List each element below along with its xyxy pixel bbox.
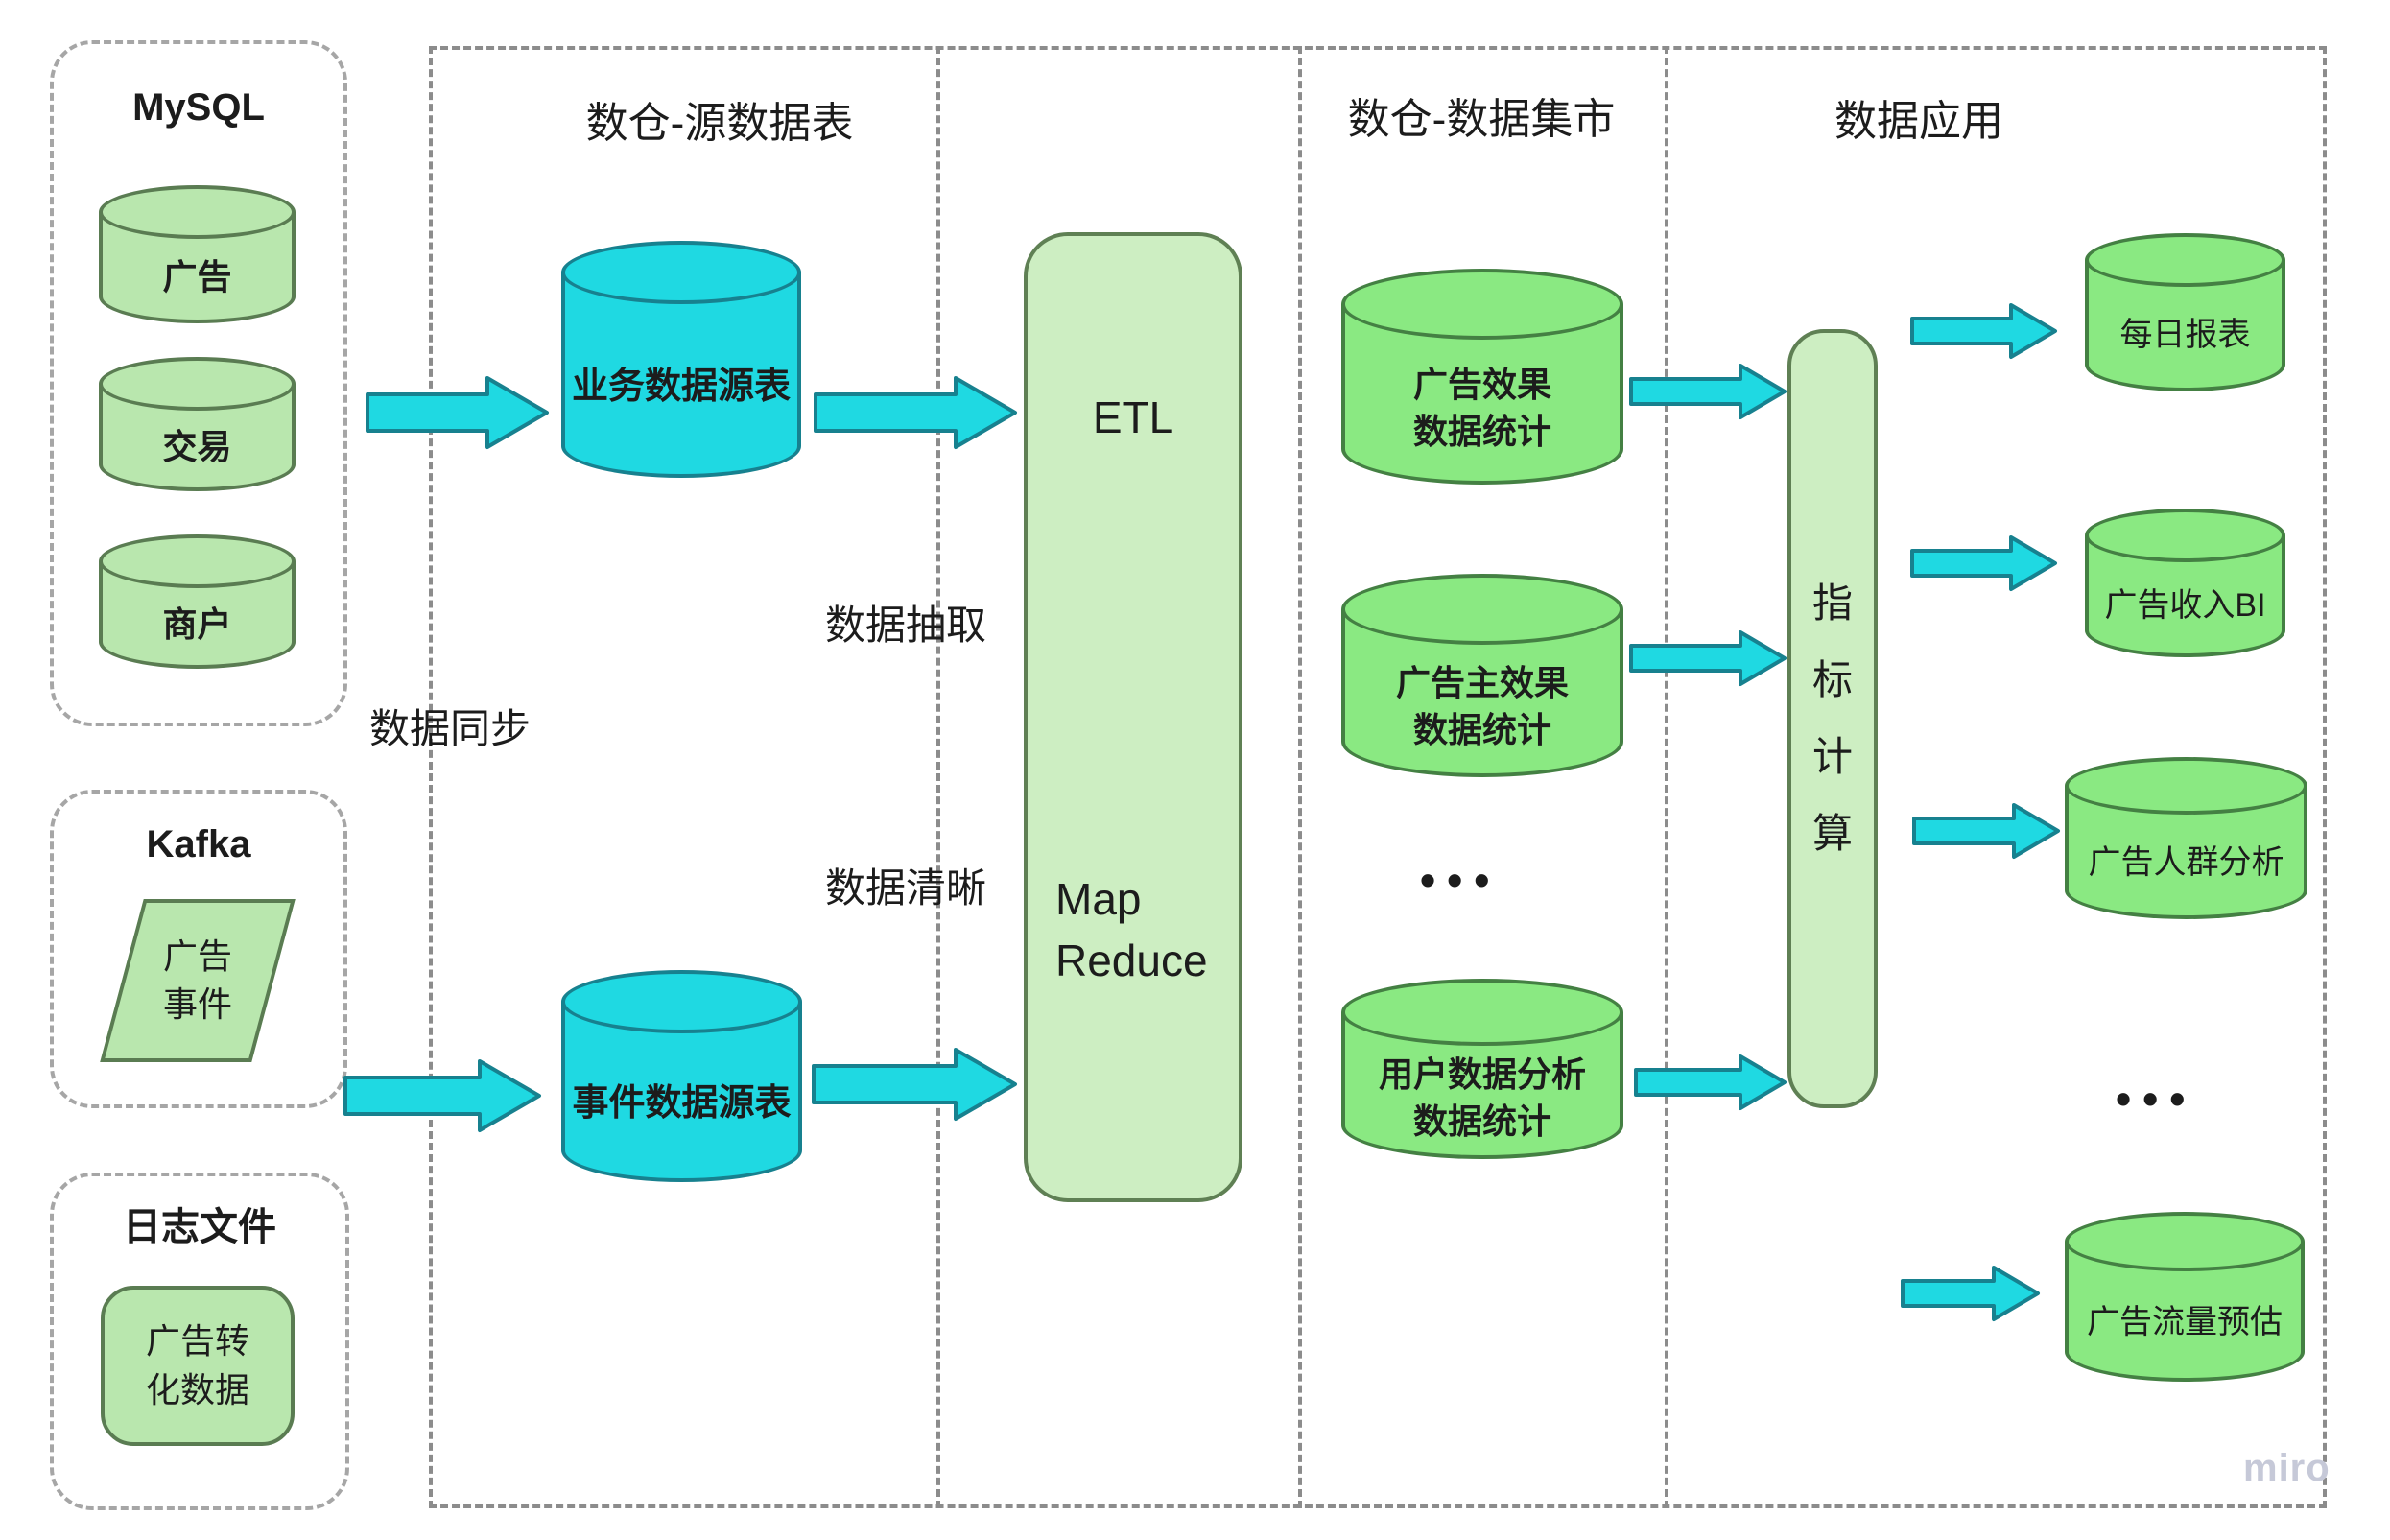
cylinder-top <box>99 534 296 588</box>
indicator-computation-bar: 指 标 计 算 <box>1787 329 1878 1108</box>
logs-group-box <box>50 1173 349 1510</box>
ad-conversion-line2: 化数据 <box>145 1369 249 1410</box>
cylinder-body <box>561 272 801 478</box>
db-ads-label: 广告 <box>162 256 232 296</box>
ad-conversion-line1: 广告转 <box>145 1321 249 1362</box>
cylinder-body <box>2085 535 2285 657</box>
mart-ad-effect-cylinder: 广告效果 数据统计 <box>1341 269 1623 485</box>
etl-engine-line1: Map <box>1055 874 1142 924</box>
mart-ad-effect-line2: 数据统计 <box>1412 411 1551 451</box>
event-source-table-cylinder: 事件数据源表 <box>561 970 802 1182</box>
ad-event-label-line1: 广告 <box>162 936 232 976</box>
indicator-char2: 标 <box>1811 657 1853 702</box>
db-merchant-cylinder: 商户 <box>99 534 296 669</box>
business-source-table-label: 业务数据源表 <box>571 366 791 407</box>
ad-event-parallelogram: 广告 事件 <box>100 899 296 1062</box>
kafka-group-title: Kafka <box>146 823 251 865</box>
mart-ad-effect-line1: 广告效果 <box>1412 364 1551 404</box>
indicator-char4: 算 <box>1811 811 1853 856</box>
mysql-group-title: MySQL <box>132 86 265 129</box>
cylinder-top <box>561 241 801 304</box>
logs-group-title: 日志文件 <box>123 1206 276 1248</box>
business-source-table-cylinder: 业务数据源表 <box>561 241 801 478</box>
app-daily-report-cylinder: 每日报表 <box>2085 233 2285 391</box>
etl-engine-line2: Reduce <box>1055 936 1208 985</box>
miro-watermark: miro <box>2243 1447 2331 1489</box>
app-audience-analysis-label: 广告人群分析 <box>2088 843 2284 881</box>
divider-mart-app <box>1665 46 1668 1508</box>
mart-ellipsis: ••• <box>1420 855 1502 905</box>
cylinder-top <box>1341 574 1623 645</box>
cylinder-top <box>99 185 296 239</box>
cylinder-body <box>561 1002 802 1182</box>
app-traffic-forecast-label: 广告流量预估 <box>2087 1303 2283 1340</box>
kafka-group-box <box>50 790 347 1108</box>
section-title-source: 数仓-源数据表 <box>585 100 854 147</box>
section-title-mart: 数仓-数据集市 <box>1347 96 1616 143</box>
ad-conversion-file-node: 广告转 化数据 <box>101 1286 295 1446</box>
cylinder-top <box>2065 1212 2305 1271</box>
etl-panel <box>1024 232 1242 1202</box>
label-data-clean: 数据清晰 <box>825 865 987 911</box>
db-trade-label: 交易 <box>162 426 232 466</box>
app-audience-analysis-cylinder: 广告人群分析 <box>2065 757 2307 919</box>
cylinder-top <box>1341 269 1623 340</box>
mart-user-analysis-cylinder: 用户数据分析 数据统计 <box>1341 979 1623 1159</box>
ad-event-label-line2: 事件 <box>162 984 232 1024</box>
etl-title: ETL <box>1092 392 1174 442</box>
divider-etl-mart <box>1298 46 1302 1508</box>
indicator-char3: 计 <box>1811 734 1853 779</box>
mart-advertiser-effect-line2: 数据统计 <box>1412 710 1551 749</box>
app-traffic-forecast-cylinder: 广告流量预估 <box>2065 1212 2305 1382</box>
cylinder-top <box>2085 509 2285 562</box>
mart-user-analysis-line2: 数据统计 <box>1412 1102 1551 1141</box>
indicator-char1: 指 <box>1811 580 1853 626</box>
label-data-extract: 数据抽取 <box>825 603 987 648</box>
cylinder-top <box>2085 233 2285 287</box>
event-source-table-label: 事件数据源表 <box>572 1082 792 1124</box>
db-trade-cylinder: 交易 <box>99 357 296 491</box>
app-ad-revenue-bi-cylinder: 广告收入BI <box>2085 509 2285 657</box>
cylinder-top <box>99 357 296 411</box>
pipeline-frame <box>429 46 2327 1508</box>
divider-source-etl <box>936 46 940 1508</box>
app-ellipsis: ••• <box>2116 1074 2197 1124</box>
cylinder-top <box>2065 757 2307 815</box>
mart-advertiser-effect-line1: 广告主效果 <box>1395 663 1569 703</box>
db-ads-cylinder: 广告 <box>99 185 296 323</box>
cylinder-top <box>1341 979 1623 1046</box>
app-ad-revenue-bi-label: 广告收入BI <box>2104 586 2266 624</box>
cylinder-body <box>2085 260 2285 391</box>
mart-user-analysis-line1: 用户数据分析 <box>1378 1054 1586 1095</box>
mart-advertiser-effect-cylinder: 广告主效果 数据统计 <box>1341 574 1623 777</box>
db-merchant-label: 商户 <box>162 604 232 644</box>
mysql-group-box <box>50 40 347 726</box>
app-daily-report-label: 每日报表 <box>2119 316 2251 353</box>
cylinder-top <box>561 970 802 1033</box>
etl-engine-label: Map Reduce <box>1055 868 1208 991</box>
section-title-app: 数据应用 <box>1834 98 2003 145</box>
label-data-sync: 数据同步 <box>369 706 532 751</box>
